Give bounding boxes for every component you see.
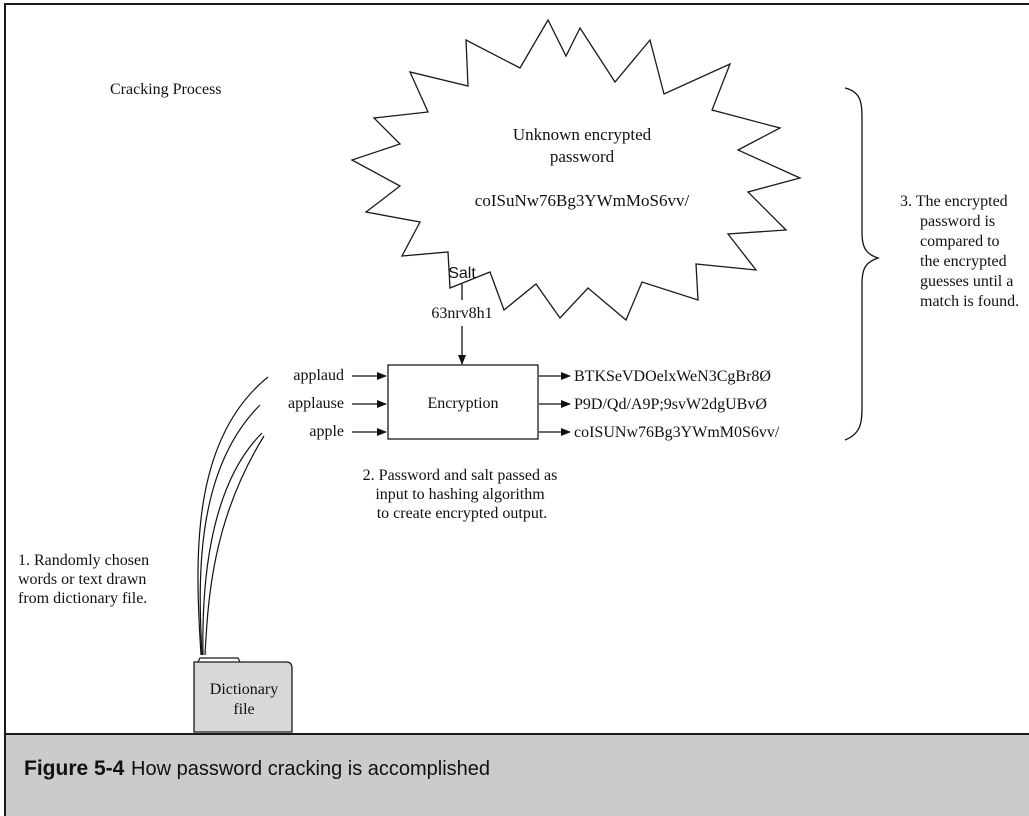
starburst-line-2: password <box>550 147 615 166</box>
encryption-box <box>387 364 539 440</box>
unknown-password-starburst: Unknown encrypted password coISuNw76Bg3Y… <box>350 18 802 322</box>
salt-value: 63nrv8h1 <box>431 305 492 322</box>
diagram-title: Cracking Process <box>110 81 222 98</box>
folder-label-line-2: file <box>233 701 254 718</box>
starburst-line-1: Unknown encrypted <box>513 125 652 144</box>
step-3-text: 3. The encrypted password is compared to… <box>900 193 1019 310</box>
input-word-2: applause <box>288 395 344 412</box>
salt-label: Salt <box>448 265 476 282</box>
folder-label-line-1: Dictionary <box>210 681 278 698</box>
output-hash-3: coISUNw76Bg3YWmM0S6vv/ <box>574 424 780 441</box>
figure-caption: How password cracking is accomplished <box>131 758 491 780</box>
figure-caption-bar: Figure 5-4 How password cracking is acco… <box>4 733 1029 816</box>
step-1-text: 1. Randomly chosen words or text drawn f… <box>18 552 153 607</box>
starburst-hash: coISuNw76Bg3YWmMoS6vv/ <box>475 191 690 210</box>
output-hash-2: P9D/Qd/A9P;9svW2dgUBvØ <box>574 396 767 413</box>
input-word-1: applaud <box>293 367 344 384</box>
dictionary-folder-icon: Dictionary file <box>193 657 293 733</box>
input-word-3: apple <box>309 423 344 440</box>
figure-number: Figure 5-4 <box>24 757 125 780</box>
encryption-label: Encryption <box>427 395 498 412</box>
password-cracking-diagram: Cracking Process Unknown encrypted passw… <box>18 18 1019 733</box>
step-2-text: 2. Password and salt passed as input to … <box>363 467 562 522</box>
dictionary-connectors <box>197 376 269 656</box>
output-hash-1: BTKSeVDOelxWeN3CgBr8Ø <box>574 368 771 385</box>
curly-brace <box>844 87 881 441</box>
